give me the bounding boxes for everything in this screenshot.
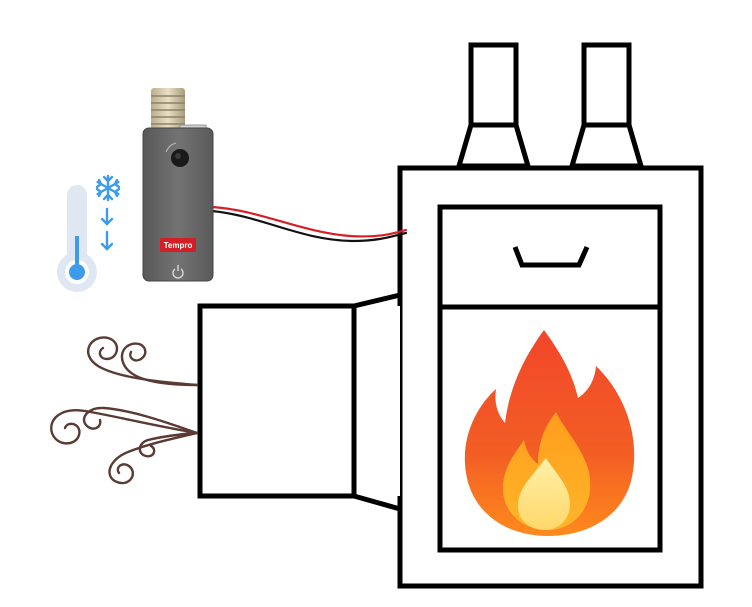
thermostat-control: Tempro bbox=[142, 88, 214, 282]
vent-pipe-right bbox=[568, 42, 645, 169]
blower-duct bbox=[197, 292, 401, 512]
brand-label: Tempro bbox=[160, 238, 196, 252]
furnace-inner-panel bbox=[437, 204, 663, 553]
control-knob bbox=[165, 142, 189, 167]
cooling-arrows-icon bbox=[100, 207, 114, 251]
flame-icon bbox=[464, 330, 635, 536]
air-flow-icon bbox=[50, 336, 199, 485]
door-handle bbox=[512, 245, 590, 268]
furnace bbox=[197, 42, 704, 589]
brand-label-text: Tempro bbox=[164, 241, 193, 250]
vent-pipe-left bbox=[455, 42, 532, 169]
thermostat-wires bbox=[210, 205, 408, 243]
power-icon bbox=[172, 265, 184, 279]
thermometer-icon bbox=[57, 185, 97, 292]
snowflake-icon bbox=[95, 174, 121, 202]
